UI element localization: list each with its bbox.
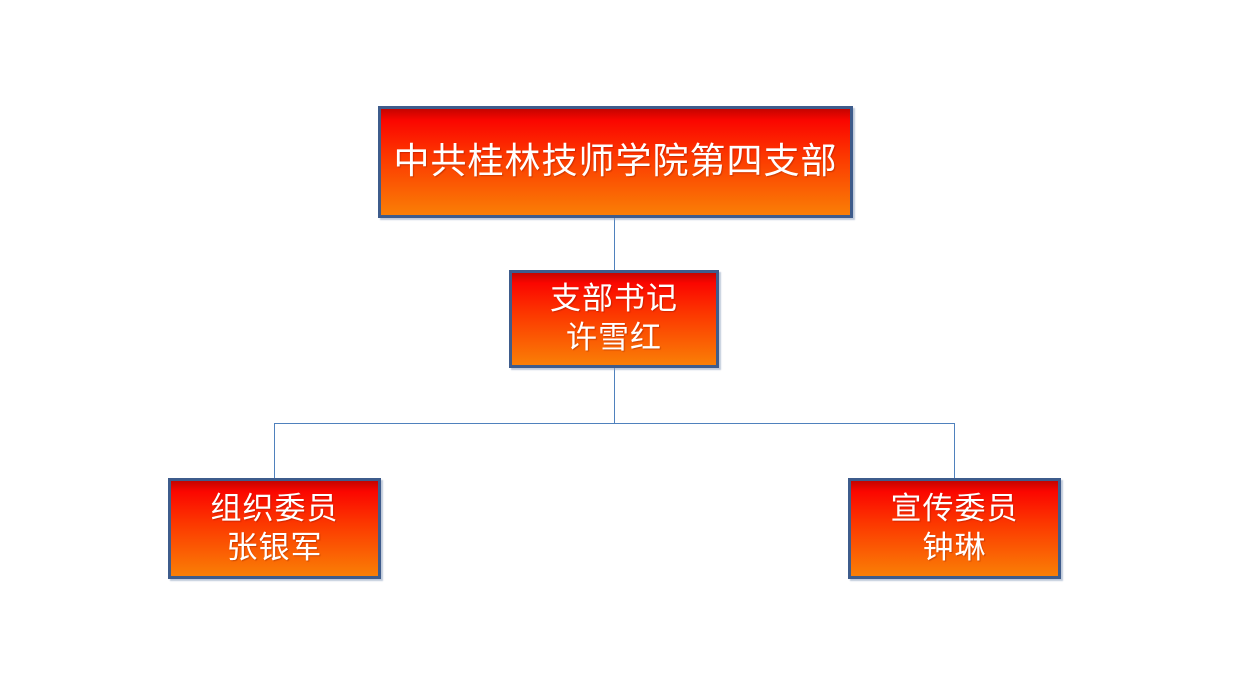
org-node-organization-name: 张银军 bbox=[226, 529, 323, 566]
org-node-publicity-title: 宣传委员 bbox=[890, 490, 1019, 527]
org-node-root: 中共桂林技师学院第四支部 bbox=[378, 106, 853, 218]
org-node-secretary-title: 支部书记 bbox=[550, 281, 678, 317]
connector-secretary-to-bus bbox=[614, 368, 615, 423]
connector-bus-to-organization bbox=[274, 423, 275, 478]
connector-bus-to-publicity bbox=[954, 423, 955, 478]
org-node-secretary: 支部书记 许雪红 bbox=[509, 270, 719, 368]
connector-root-to-secretary bbox=[614, 218, 615, 270]
org-node-publicity-name: 钟琳 bbox=[922, 529, 987, 566]
org-node-organization: 组织委员 张银军 bbox=[168, 478, 381, 579]
org-node-publicity: 宣传委员 钟琳 bbox=[848, 478, 1061, 579]
org-node-organization-title: 组织委员 bbox=[210, 490, 339, 527]
connector-horizontal-bus bbox=[274, 423, 955, 424]
org-node-secretary-name: 许雪红 bbox=[566, 320, 662, 356]
org-node-root-label: 中共桂林技师学院第四支部 bbox=[393, 141, 838, 182]
